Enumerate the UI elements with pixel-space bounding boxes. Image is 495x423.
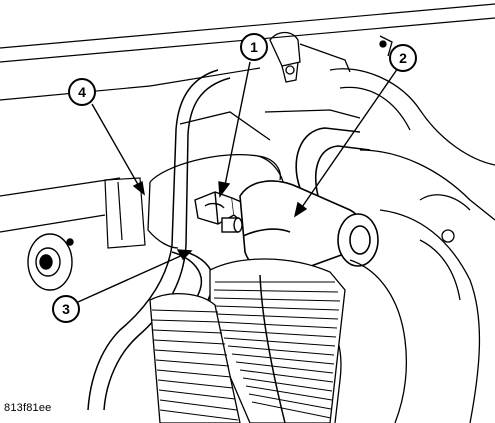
callout-2: 2 bbox=[389, 44, 417, 72]
leader-line-2 bbox=[299, 67, 399, 211]
figure-id: 813f81ee bbox=[4, 402, 52, 414]
leader-line-1 bbox=[223, 61, 251, 191]
nut-fitting bbox=[194, 191, 247, 233]
leader-arrow-3 bbox=[176, 249, 193, 261]
corrugated-hose bbox=[149, 258, 346, 423]
rigid-tube bbox=[87, 69, 231, 411]
callout-4-label: 4 bbox=[78, 84, 86, 100]
rubber-hose bbox=[239, 127, 379, 275]
callout-1-label: 1 bbox=[250, 39, 258, 55]
callout-3: 3 bbox=[52, 295, 80, 323]
callout-3-label: 3 bbox=[62, 301, 70, 317]
upper-bracket bbox=[179, 31, 393, 141]
leader-arrow-4 bbox=[132, 180, 145, 196]
leader-lines bbox=[77, 61, 399, 303]
leader-arrow-1 bbox=[218, 181, 231, 198]
callout-2-label: 2 bbox=[399, 50, 407, 66]
leader-line-4 bbox=[91, 103, 141, 189]
callout-4: 4 bbox=[68, 78, 96, 106]
leader-arrow-2 bbox=[293, 201, 308, 218]
leader-line-3 bbox=[77, 253, 186, 303]
body-panel bbox=[0, 3, 495, 249]
callout-1: 1 bbox=[240, 33, 268, 61]
grommet bbox=[27, 233, 74, 291]
